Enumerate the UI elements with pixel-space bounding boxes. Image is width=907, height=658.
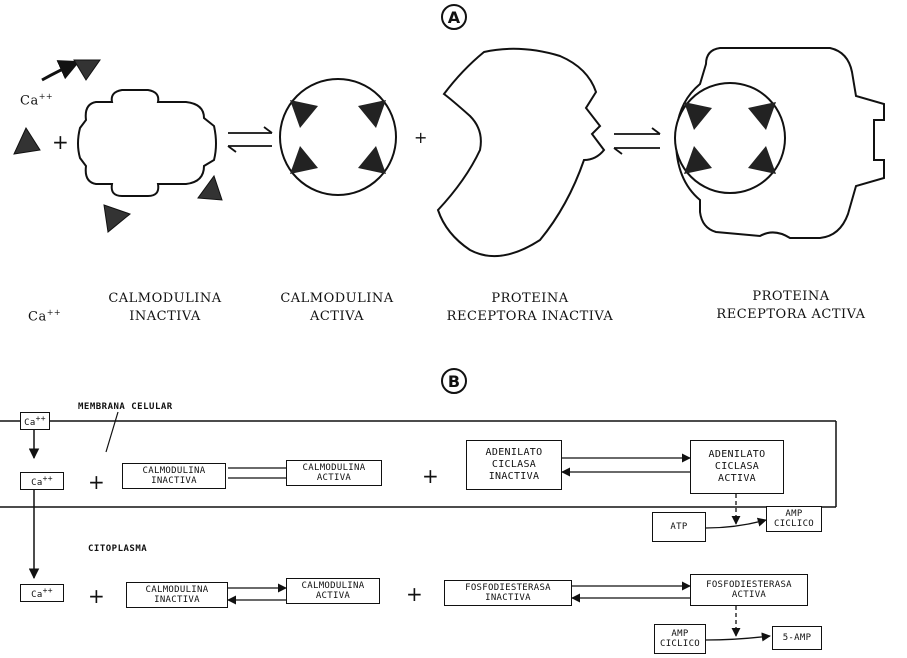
row1-adenilato-activa: ADENILATO CICLASA ACTIVA bbox=[690, 440, 784, 494]
plus-sign: + bbox=[406, 584, 423, 604]
row2-amp-ciclico-box: AMP CICLICO bbox=[654, 624, 706, 654]
row2-fosfodiesterasa-inactiva: FOSFODIESTERASA INACTIVA bbox=[444, 580, 572, 606]
plus-sign: + bbox=[52, 132, 69, 152]
label-proteina-inactiva: PROTEINA RECEPTORA INACTIVA bbox=[440, 290, 620, 326]
calmodulina-inactiva-shape bbox=[78, 90, 216, 196]
row2-calmodulina-activa: CALMODULINA ACTIVA bbox=[286, 578, 380, 604]
panel-b-marker: B bbox=[441, 368, 467, 394]
row2-calmodulina-inactiva: CALMODULINA INACTIVA bbox=[126, 582, 228, 608]
label-proteina-activa: PROTEINA RECEPTORA ACTIVA bbox=[706, 288, 876, 324]
atp-box: ATP bbox=[652, 512, 706, 542]
calcium-ion-3 bbox=[198, 176, 222, 200]
calcium-ion-4 bbox=[104, 205, 130, 232]
plus-sign: + bbox=[414, 128, 427, 148]
plus-sign: + bbox=[422, 466, 439, 486]
citoplasma-label: CITOPLASMA bbox=[88, 544, 147, 554]
plus-sign: + bbox=[88, 472, 105, 492]
row2-fosfodiesterasa-activa: FOSFODIESTERASA ACTIVA bbox=[690, 574, 808, 606]
label-calmodulina-inactiva: CALMODULINA INACTIVA bbox=[100, 290, 230, 326]
ca-cytoplasm-box: Ca++ bbox=[20, 584, 64, 602]
row1-adenilato-inactiva: ADENILATO CICLASA INACTIVA bbox=[466, 440, 562, 490]
panel-a-marker: A bbox=[441, 4, 467, 30]
row1-calmodulina-inactiva: CALMODULINA INACTIVA bbox=[122, 463, 226, 489]
row1-calmodulina-activa: CALMODULINA ACTIVA bbox=[286, 460, 382, 486]
plus-sign: + bbox=[88, 586, 105, 606]
amp-ciclico-box: AMP CICLICO bbox=[766, 506, 822, 532]
label-ca: Ca++ bbox=[28, 304, 61, 326]
label-calmodulina-activa: CALMODULINA ACTIVA bbox=[272, 290, 402, 326]
calcium-ion-2 bbox=[14, 128, 40, 154]
ca-ion-label: Ca++ bbox=[20, 88, 53, 110]
ca-extracellular-box: Ca++ bbox=[20, 412, 50, 430]
proteina-inactiva-shape bbox=[438, 49, 604, 256]
ca-influx-arrow bbox=[42, 62, 78, 80]
calcium-ion-1 bbox=[74, 60, 100, 80]
calmodulina-activa-shape bbox=[280, 79, 396, 195]
five-amp-box: 5-AMP bbox=[772, 626, 822, 650]
ca-membrane-box: Ca++ bbox=[20, 472, 64, 490]
membrana-label: MEMBRANA CELULAR bbox=[78, 402, 173, 412]
